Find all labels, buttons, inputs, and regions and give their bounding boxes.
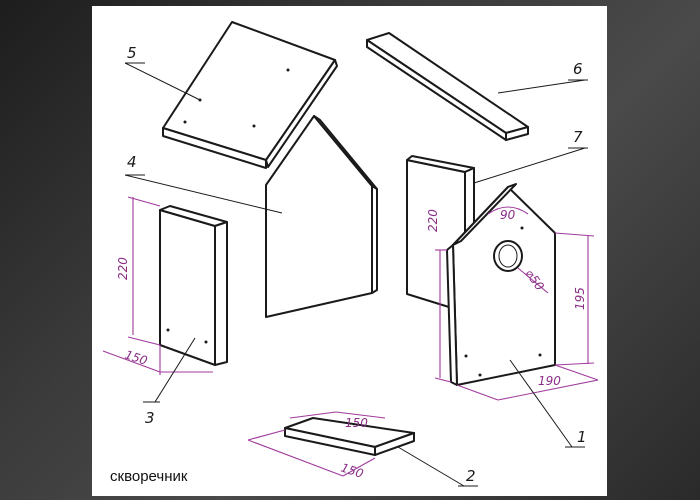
part-number-5: 5 [127,44,137,62]
dim-bottom-width: 150 [247,429,376,482]
dim-label-150-bottom-front: 150 [339,461,365,482]
part-5-roof-left [162,21,338,169]
part-number-1: 1 [577,428,587,446]
dim-label-190: 190 [538,374,561,388]
dim-side-wall-height: 220 [116,196,161,346]
dim-label-195: 195 [573,287,587,310]
part-number-6: 6 [573,60,583,78]
callout-2: 2 [397,446,478,487]
dim-label-150-bottom-top: 150 [345,416,368,430]
callout-4: 4 [124,153,283,214]
part-number-2: 2 [466,467,476,485]
callout-7: 7 [473,128,588,184]
dim-front-height: 220 [426,209,452,383]
part-number-7: 7 [573,128,583,146]
dim-label-150-side: 150 [123,348,149,369]
drawing-caption: скворечник [110,468,188,485]
dim-front-width: 190 [456,364,599,401]
callout-1: 1 [509,359,587,448]
dim-bottom-length: 150 [289,411,386,430]
dim-label-220-front: 220 [426,209,440,232]
dim-side-wall-width: 150 [102,345,213,375]
part-3-side-wall [159,205,228,366]
part-4-back-wall [265,115,378,318]
part-number-4: 4 [127,153,137,171]
dim-roof-angle: 90 [487,206,529,222]
part-number-3: 3 [145,409,155,427]
dim-label-90: 90 [500,208,516,222]
part-1-front-wall [446,183,556,386]
callout-5: 5 [124,44,201,101]
callout-3: 3 [143,337,196,427]
dim-front-side-height: 195 [554,232,595,366]
dim-label-220-left: 220 [116,257,130,280]
callout-6: 6 [497,60,588,94]
part-6-roof-right [366,32,529,141]
part-2-bottom [284,417,415,456]
